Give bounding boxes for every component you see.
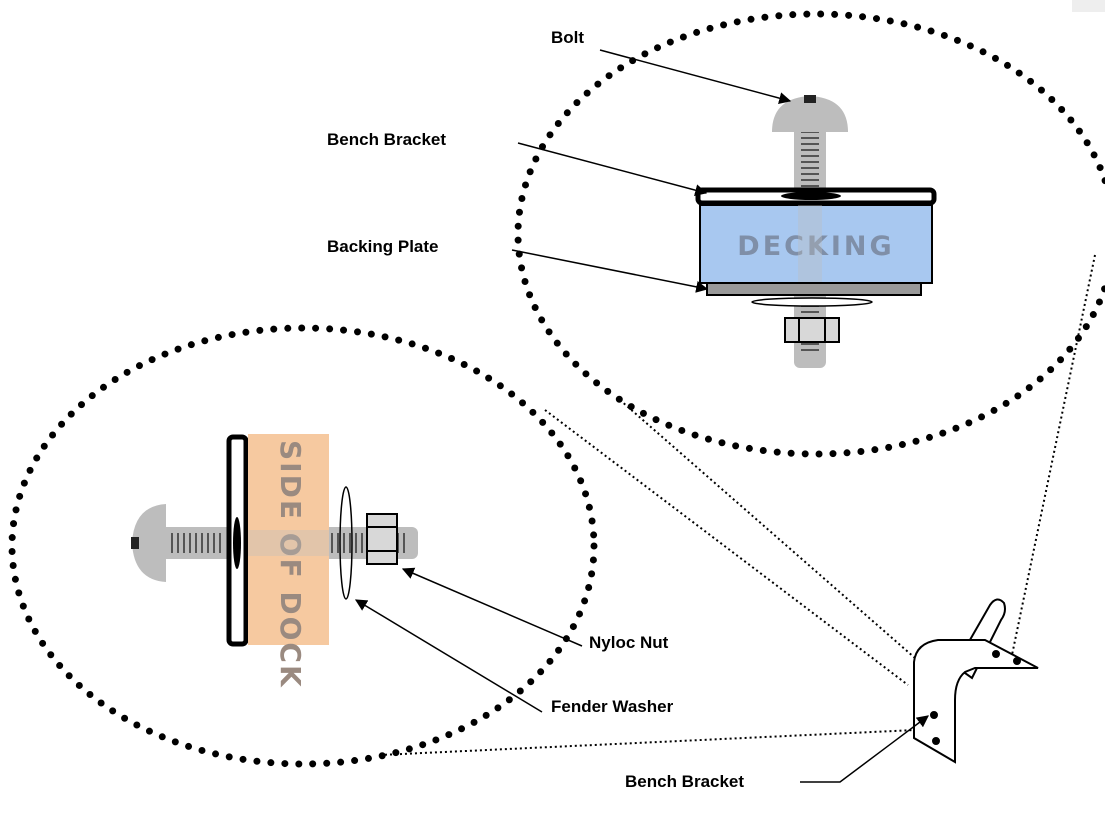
dock-bracket-hole	[233, 517, 241, 569]
side-of-dock-block	[248, 434, 329, 645]
decking-block	[699, 204, 933, 284]
connector-line	[544, 409, 909, 686]
label-bench-bracket-bottom: Bench Bracket	[625, 772, 745, 791]
decking-label: DECKING	[737, 231, 894, 262]
backing-plate	[706, 282, 922, 296]
connector-line	[1011, 254, 1096, 656]
label-nyloc-nut: Nyloc Nut	[589, 633, 669, 652]
dock-bolt-slot	[131, 537, 139, 549]
label-bolt: Bolt	[551, 28, 585, 47]
dock-bolt-head	[132, 504, 166, 582]
corner-tab	[1072, 0, 1105, 12]
dock-bolt-threads	[171, 533, 405, 553]
connector-line	[619, 399, 956, 694]
decking-detail-ellipse	[514, 10, 1105, 458]
bench-bracket-top-leader	[517, 142, 708, 197]
side-of-dock-label: SIDE OF DOCK	[274, 440, 307, 689]
bolt-shaft-in-decking	[798, 205, 822, 283]
top-bolt-assembly: DECKING	[695, 95, 937, 368]
dock-bolt-assembly: SIDE OF DOCK	[131, 434, 418, 689]
dock-bolt-in-block	[248, 530, 329, 556]
fender-washer-side	[339, 486, 353, 600]
backing-plate-leader	[511, 249, 709, 293]
nut-top	[784, 317, 840, 343]
fender-washer-top	[751, 297, 873, 307]
label-fender-washer: Fender Washer	[551, 697, 674, 716]
bench-bracket-bottom-leader	[800, 715, 929, 783]
leader-arrows	[354, 49, 929, 783]
label-backing-plate: Backing Plate	[327, 237, 439, 256]
bolt-slot	[804, 95, 816, 103]
bolt-head	[772, 96, 848, 132]
label-bench-bracket-top: Bench Bracket	[327, 130, 447, 149]
bench-bracket-drawing	[913, 598, 1039, 764]
nyloc-nut	[366, 513, 398, 565]
bracket-body	[913, 639, 1039, 764]
nyloc-nut-leader	[401, 567, 583, 647]
connector-lines	[379, 254, 1096, 756]
connector-line	[379, 729, 916, 756]
fender-washer-leader	[354, 599, 543, 713]
bracket-hole	[781, 192, 841, 200]
dock-detail-ellipse	[8, 324, 598, 768]
bolt-leader	[599, 49, 792, 104]
